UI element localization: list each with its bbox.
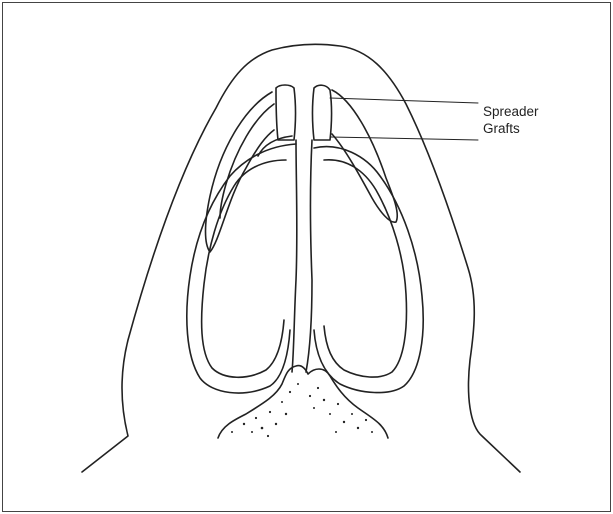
callout-label-line-2: Grafts (483, 121, 520, 137)
callout-label-line-1: Spreader (483, 104, 539, 120)
figure-frame (3, 3, 611, 512)
